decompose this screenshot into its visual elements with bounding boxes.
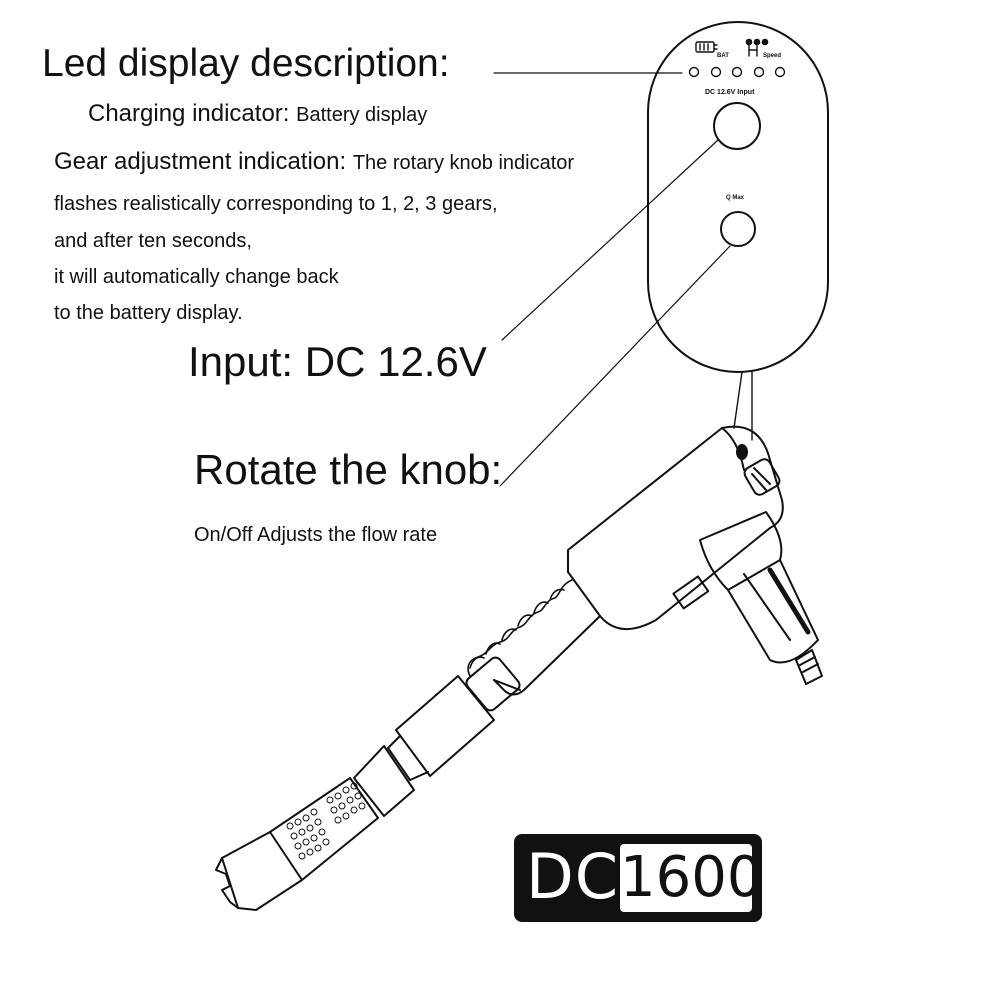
input-label: Input: DC 12.6V (188, 338, 487, 385)
leader-input (501, 139, 719, 341)
gear-desc-line-1: flashes realistically corresponding to 1… (54, 193, 498, 215)
badge-dc-text: DC (526, 840, 620, 913)
charging-title: Charging indicator: (88, 100, 297, 127)
knurl-pattern (286, 782, 366, 860)
gear-desc-line-4: to the battery display. (54, 302, 243, 324)
coiled-cable (467, 579, 573, 677)
control-panel: BAT Speed DC 12.6V Input Q Max (647, 21, 829, 441)
gear-indication-line: Gear adjustment indication: The rotary k… (54, 148, 574, 176)
battery-icon (695, 41, 718, 53)
rotate-knob-label: Rotate the knob: (194, 446, 503, 493)
led-5 (774, 66, 786, 78)
led-2 (710, 66, 722, 78)
model-badge: DC 1600 (514, 834, 763, 922)
panel-input-text: DC 12.6V Input (705, 89, 755, 96)
input-port (713, 102, 761, 150)
gear-desc: The rotary knob indicator (352, 152, 575, 174)
gear-shift-icon (745, 38, 769, 57)
leader-knob (499, 245, 731, 487)
charging-indicator-line: Charging indicator: Battery display (88, 100, 427, 128)
rotary-knob (720, 211, 756, 247)
panel-qmax-text: Q Max (726, 195, 745, 201)
led-1 (688, 66, 700, 78)
gear-title: Gear adjustment indication: (54, 148, 353, 175)
gear-desc-line-3: it will automatically change back (54, 266, 339, 288)
handpiece-body (567, 425, 823, 685)
led-display-heading: Led display description: (42, 42, 450, 85)
rotate-knob-desc: On/Off Adjusts the flow rate (194, 524, 438, 546)
panel-bat-text: BAT (717, 53, 729, 59)
led-row (688, 66, 786, 78)
charging-desc: Battery display (296, 104, 428, 126)
badge-model-number: 1600 (620, 844, 763, 912)
led-3 (731, 66, 743, 78)
gear-desc-line-2: and after ten seconds, (54, 230, 252, 252)
cable-connector (215, 615, 601, 911)
led-4 (753, 66, 765, 78)
panel-speed-text: Speed (763, 53, 781, 59)
